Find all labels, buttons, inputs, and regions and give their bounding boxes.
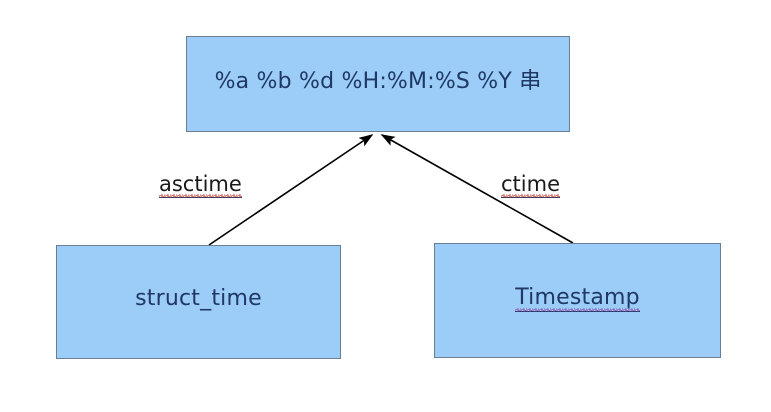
edge-label-ctime: ctime: [501, 172, 560, 198]
node-format-string[interactable]: %a %b %d %H:%M:%S %Y 串: [186, 36, 570, 132]
edge-label-asctime-text: asctime: [159, 172, 242, 198]
edge-label-asctime: asctime: [159, 172, 242, 198]
node-timestamp-label: Timestamp: [515, 285, 640, 312]
node-struct-time-label: struct_time: [135, 286, 262, 311]
node-struct-time[interactable]: struct_time: [56, 245, 341, 359]
node-timestamp[interactable]: Timestamp: [434, 243, 721, 358]
node-format-string-label: %a %b %d %H:%M:%S %Y 串: [214, 69, 542, 94]
edge-label-ctime-text: ctime: [501, 172, 560, 198]
